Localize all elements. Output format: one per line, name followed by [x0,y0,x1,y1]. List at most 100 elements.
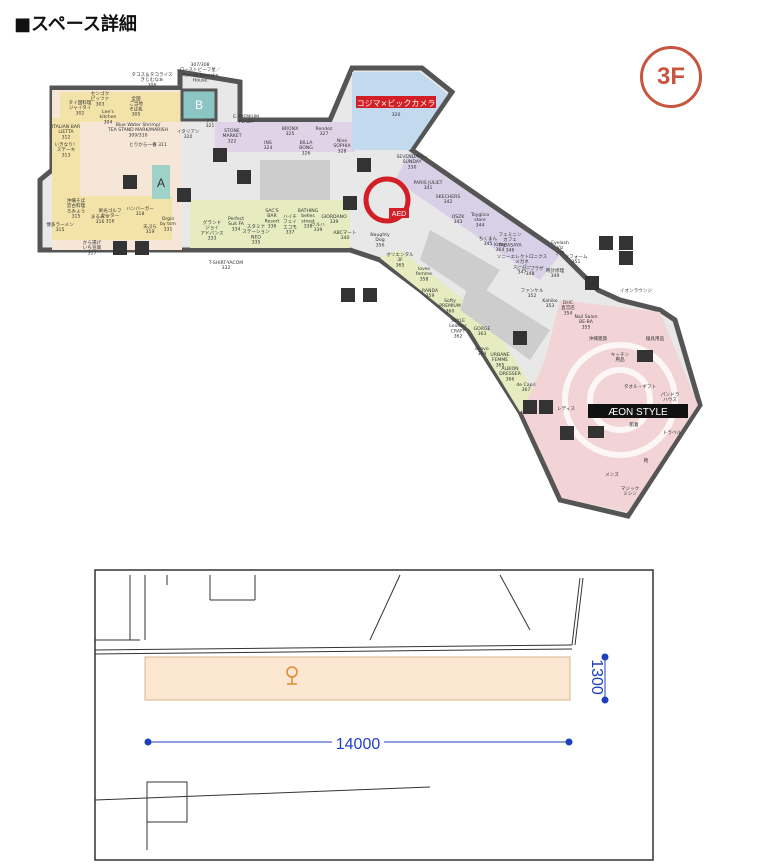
width-dimension: 14000 [144,736,573,753]
zone-b [180,88,218,122]
corridor-2 [420,230,500,300]
escalator-icon [177,188,191,202]
store-label-okinawa: 沖縄雑貨 [589,335,608,342]
tax-free-icon [637,350,653,362]
escalator-icon [343,196,357,210]
aeon-style-label: ÆON STYLE [608,407,668,418]
lower-store-strip [190,200,350,248]
store-label-ladies: レディス [557,405,575,412]
highlight-circle [363,176,411,224]
plan-frame [94,569,654,861]
food-stores-bottom [52,196,172,240]
baby-room-icon [341,288,355,302]
store-label-kitchen: キッチン用品 [611,352,630,363]
elevator-icon [585,276,599,290]
kojima-block [352,72,448,150]
kojima-logo-bg [356,96,436,108]
baby-room-icon [619,236,633,250]
escalator-icon [539,400,553,414]
toilet-icon [523,400,537,414]
store-label-pandora: パンドラハウス [661,392,680,403]
escalator-icon [357,158,371,172]
food-stores-top [60,92,180,122]
escalator-icon [513,331,527,345]
store-label-shingu: 寝具用品 [646,335,665,342]
aeon-style-bar [588,404,688,418]
aeon-pattern [562,342,678,458]
zone-a-label: A [157,176,165,190]
facility-icons [113,148,653,440]
diagonal-stores [395,152,560,280]
corridor-1 [260,160,330,200]
depth-dim-label: 1300 [588,659,605,695]
selected-space [144,656,571,701]
kojima-logo: コジマ×ビックカメラ [357,99,436,108]
page-title: ■スペース詳細 [14,14,137,35]
toilet-icon [363,288,377,302]
upper-store-strip [215,122,355,152]
store-label-hadagi: 肌着 [629,421,639,428]
zone-a [152,165,170,199]
elevator-icon [560,426,574,440]
escalator-icon [213,148,227,162]
store-label-kojima: 320 [392,112,401,118]
store-label-towel: タオル・ギフト [624,383,656,390]
plan-lines [94,574,584,850]
store-label-shoes: 靴 [644,457,649,464]
accessible-toilet-icon [113,241,127,255]
baby-room-icon [599,236,613,250]
elevator-icon [237,170,251,184]
diagonal-stores-lower [380,250,540,412]
zone-b-label: B [195,98,203,112]
